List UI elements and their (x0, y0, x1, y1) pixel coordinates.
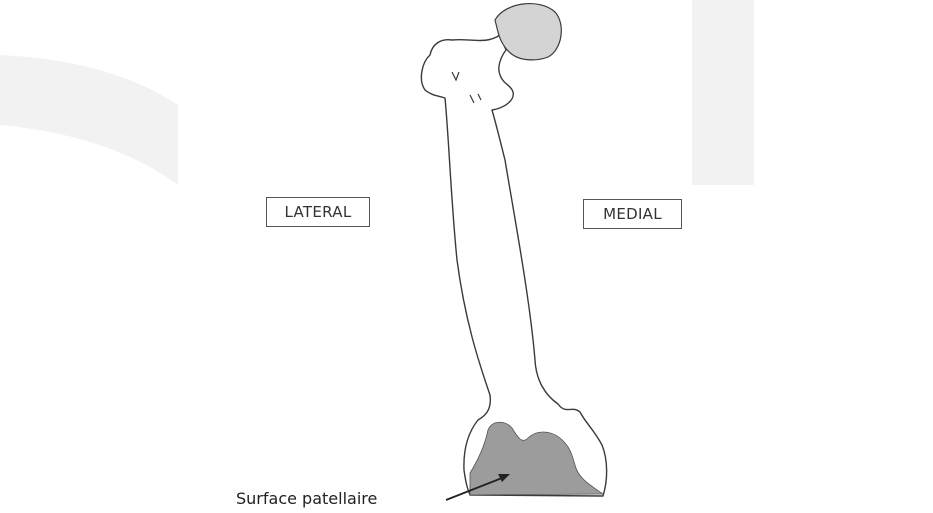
medial-label: MEDIAL (583, 199, 682, 229)
watermark-left-arc (0, 55, 178, 185)
watermark-right-bar (692, 0, 754, 185)
femur-outline (420, 34, 608, 497)
patellar-pointer-line (445, 477, 503, 501)
patellar-pointer-arrowhead (498, 474, 510, 482)
femoral-head (494, 3, 562, 61)
patellar-surface-caption: Surface patellaire (236, 489, 378, 508)
lateral-label: LATERAL (266, 197, 370, 227)
trochanter-mark (451, 71, 482, 104)
